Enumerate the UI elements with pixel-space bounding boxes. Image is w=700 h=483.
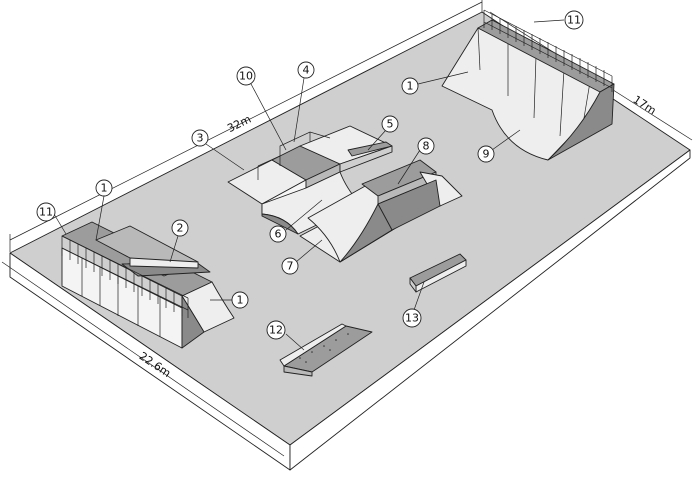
callout-label: 10 xyxy=(239,70,253,83)
right-fence xyxy=(483,9,613,92)
callout-label: 12 xyxy=(269,324,283,337)
callout-8: 8 xyxy=(417,137,435,155)
center-funbox xyxy=(227,125,393,235)
callout-5: 5 xyxy=(381,115,399,133)
left-deck-structure xyxy=(61,221,235,349)
callout-13: 13 xyxy=(402,308,422,328)
callout-label: 4 xyxy=(303,64,310,77)
callout-12: 12 xyxy=(266,320,286,340)
callout-label: 6 xyxy=(275,228,282,241)
grind-ledge xyxy=(409,253,467,293)
callout-1-right: 1 xyxy=(401,77,419,95)
callout-1-left-bottom: 1 xyxy=(231,291,249,309)
callout-label: 1 xyxy=(407,80,414,93)
callout-6: 6 xyxy=(269,225,287,243)
center-kicker xyxy=(299,159,463,263)
callout-11-left: 11 xyxy=(36,202,56,222)
callout-label: 1 xyxy=(101,182,108,195)
callout-11-right: 11 xyxy=(564,10,584,30)
grind-box xyxy=(279,323,373,377)
callout-3: 3 xyxy=(191,129,209,147)
callouts: 1 1 1 2 3 4 5 6 xyxy=(36,10,584,340)
callout-label: 5 xyxy=(387,118,394,131)
callout-2: 2 xyxy=(171,219,189,237)
callout-7: 7 xyxy=(281,257,299,275)
callout-label: 11 xyxy=(39,206,53,219)
callout-label: 3 xyxy=(197,132,204,145)
leader-lines xyxy=(53,19,565,351)
callout-label: 13 xyxy=(405,312,419,325)
callout-label: 8 xyxy=(423,140,430,153)
right-quarterpipe xyxy=(441,9,615,161)
callout-label: 7 xyxy=(287,260,294,273)
callout-label: 9 xyxy=(483,148,490,161)
callout-1-left: 1 xyxy=(95,179,113,197)
callout-label: 11 xyxy=(567,14,581,27)
left-fence xyxy=(61,235,189,318)
callout-label: 1 xyxy=(237,294,244,307)
callout-9: 9 xyxy=(477,145,495,163)
callout-4: 4 xyxy=(297,61,315,79)
callout-10: 10 xyxy=(236,66,256,86)
callout-label: 2 xyxy=(177,222,184,235)
